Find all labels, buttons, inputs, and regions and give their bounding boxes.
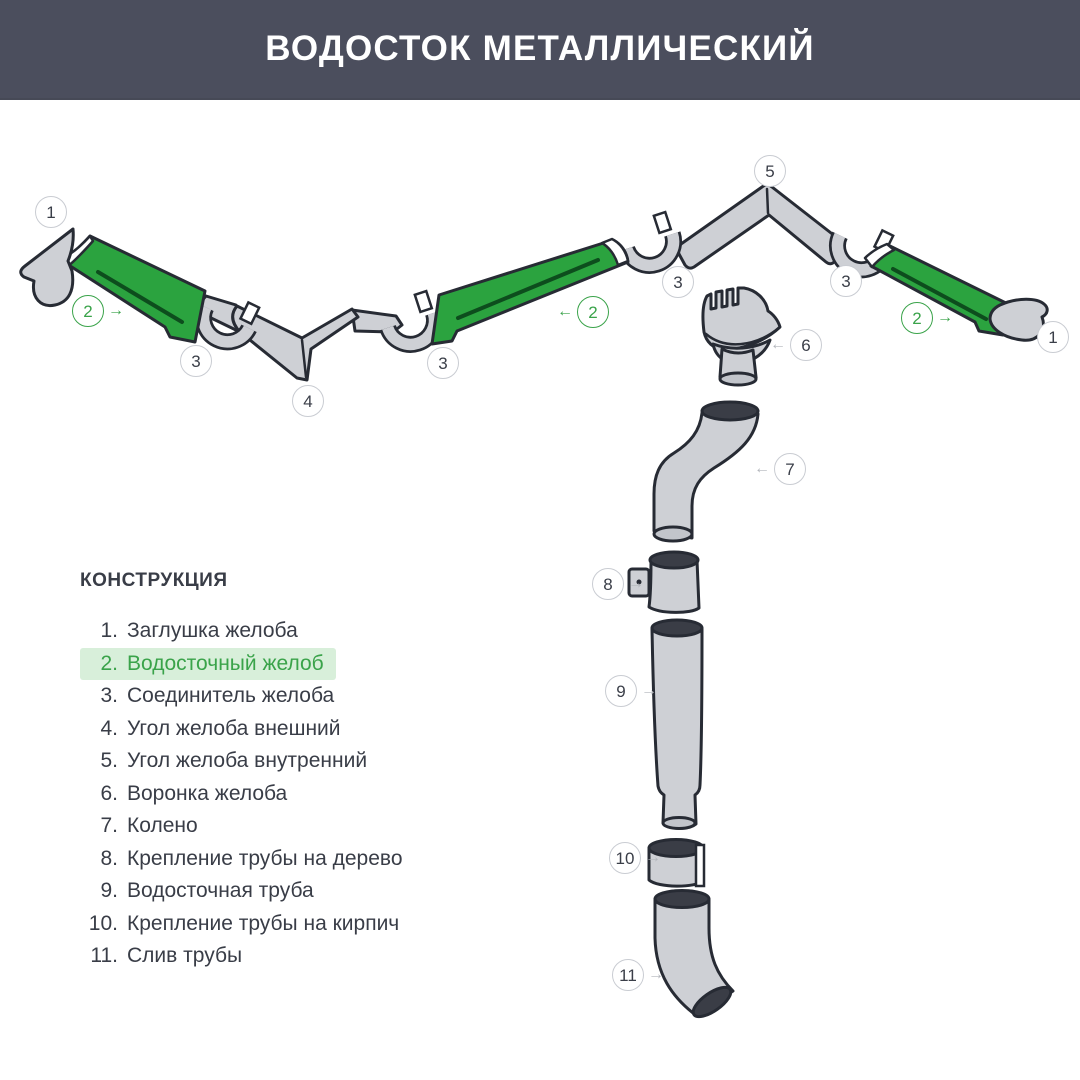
legend-item-8: 8. Крепление трубы на дерево [80, 843, 403, 876]
legend-item-5: 5. Угол желоба внутренний [80, 745, 367, 778]
outlet-elbow [653, 889, 735, 1019]
legend-item-label: Заглушка желоба [127, 619, 298, 643]
legend-item-7: 7. Колено [80, 810, 198, 843]
legend-list: 1. Заглушка желоба 2. Водосточный желоб 3. Со… [80, 615, 403, 973]
legend-item-label: Угол желоба внешний [127, 716, 341, 740]
legend: КОНСТРУКЦИЯ 1. Заглушка желоба 2. Водосточн… [80, 570, 403, 973]
legend-item-6: 6. Воронка желоба [80, 778, 287, 811]
legend-item-label: Крепление трубы на кирпич [127, 911, 400, 935]
legend-item-number: 9. [100, 879, 118, 903]
gutter-corner-inner [676, 183, 845, 270]
gutter-funnel [701, 286, 782, 387]
legend-item-number: 11. [90, 944, 118, 968]
gutter-section-left [59, 234, 207, 344]
legend-item-number: 1. [100, 619, 118, 643]
legend-title: КОНСТРУКЦИЯ [80, 570, 228, 591]
legend-item-label: Водосточная труба [127, 879, 314, 903]
legend-item-number: 3. [100, 684, 118, 708]
legend-item-2: 2. Водосточный желоб [80, 647, 336, 680]
legend-item-label: Водосточный желоб [127, 651, 324, 675]
downpipe [650, 618, 704, 830]
page-title: ВОДОСТОК МЕТАЛЛИЧЕСКИЙ [265, 29, 815, 68]
legend-item-4: 4. Угол желоба внешний [80, 713, 341, 746]
legend-item-number: 7. [100, 814, 118, 838]
legend-item-number: 5. [100, 749, 118, 773]
legend-item-label: Воронка желоба [127, 781, 288, 805]
pipe-bracket-brick [647, 838, 706, 888]
header-bar: ВОДОСТОК МЕТАЛЛИЧЕСКИЙ [0, 0, 1080, 100]
legend-item-number: 8. [100, 846, 118, 870]
gutter-end-cap-left [19, 227, 75, 308]
legend-item-11: 11. Слив трубы [80, 940, 242, 973]
legend-item-label: Соединитель желоба [127, 684, 335, 708]
legend-item-label: Колено [127, 814, 198, 838]
legend-item-3: 3. Соединитель желоба [80, 680, 334, 713]
gutter-section-middle [430, 237, 630, 346]
legend-item-label: Слив трубы [127, 944, 243, 968]
legend-item-number: 4. [100, 716, 118, 740]
legend-item-10: 10. Крепление трубы на кирпич [80, 908, 399, 941]
elbow-pipe [652, 400, 760, 543]
legend-item-number: 10. [88, 911, 118, 935]
pipe-bracket-wood [627, 550, 701, 614]
gutter-section-right [863, 242, 1014, 337]
legend-item-number: 2. [100, 651, 118, 675]
legend-item-9: 9. Водосточная труба [80, 875, 314, 908]
legend-item-label: Угол желоба внутренний [127, 749, 368, 773]
legend-item-label: Крепление трубы на дерево [127, 846, 403, 870]
legend-item-1: 1. Заглушка желоба [80, 615, 298, 648]
legend-item-number: 6. [100, 781, 118, 805]
outer-corner-tab-right [350, 308, 404, 334]
